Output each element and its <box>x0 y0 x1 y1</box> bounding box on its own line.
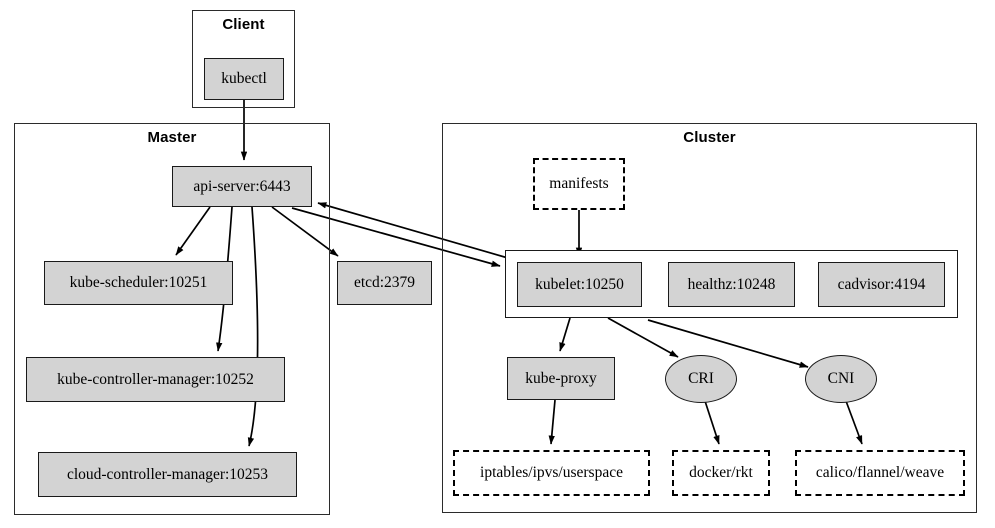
node-kubectl[interactable]: kubectl <box>204 58 284 100</box>
node-kube-proxy[interactable]: kube-proxy <box>507 357 615 400</box>
node-cni[interactable]: CNI <box>805 355 877 403</box>
container-client-title: Client <box>222 16 265 33</box>
node-cloud-controller-manager[interactable]: cloud-controller-manager:10253 <box>38 452 297 497</box>
node-kubelet[interactable]: kubelet:10250 <box>517 262 642 307</box>
node-api-server[interactable]: api-server:6443 <box>172 166 312 207</box>
node-cri[interactable]: CRI <box>665 355 737 403</box>
node-iptables[interactable]: iptables/ipvs/userspace <box>453 450 650 496</box>
node-cadvisor[interactable]: cadvisor:4194 <box>818 262 945 307</box>
container-cluster: Cluster <box>442 123 977 513</box>
node-kube-controller-manager[interactable]: kube-controller-manager:10252 <box>26 357 285 402</box>
node-healthz[interactable]: healthz:10248 <box>668 262 795 307</box>
node-docker-rkt[interactable]: docker/rkt <box>672 450 770 496</box>
node-kube-scheduler[interactable]: kube-scheduler:10251 <box>44 261 233 305</box>
container-cluster-title: Cluster <box>683 129 736 146</box>
container-master: Master <box>14 123 330 515</box>
container-master-title: Master <box>147 129 197 146</box>
node-etcd[interactable]: etcd:2379 <box>337 261 432 305</box>
node-manifests[interactable]: manifests <box>533 158 625 210</box>
node-calico[interactable]: calico/flannel/weave <box>795 450 965 496</box>
